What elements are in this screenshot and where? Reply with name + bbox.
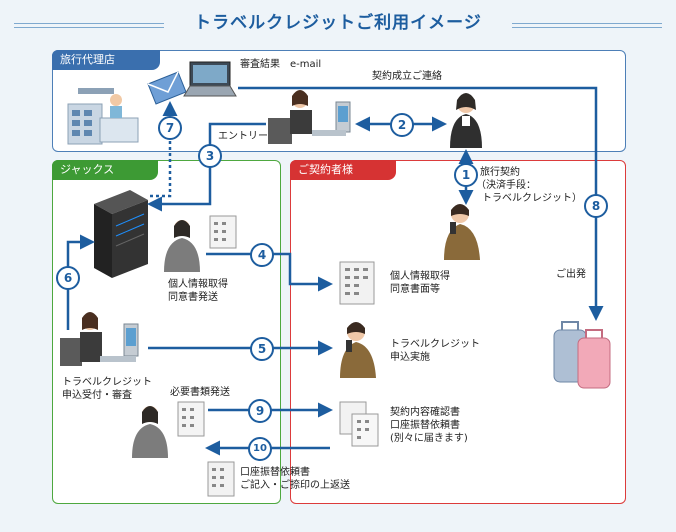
agency-title: 旅行代理店 <box>52 50 160 70</box>
title-rule-left <box>14 23 164 28</box>
step-badge-10: 10 <box>248 437 272 461</box>
departure-label: ご出発 <box>556 269 586 280</box>
contract-docs-label-2: 口座振替依頼書 <box>390 420 460 431</box>
personal-info-send-label-1: 個人情報取得 <box>168 279 228 290</box>
contract-documents-icon <box>339 401 379 447</box>
title-rule-right <box>512 23 662 28</box>
personal-info-doc-label-2: 同意書面等 <box>390 284 440 295</box>
page-title: トラベルクレジットご利用イメージ <box>194 13 482 33</box>
contract-notice-label: 契約成立ご連絡 <box>372 71 442 82</box>
reception-label-2: 申込受付・審査 <box>62 390 132 401</box>
jaccs-title: ジャックス <box>52 160 158 180</box>
return-label-2: ご記入・ご捺印の上返送 <box>240 480 350 491</box>
jaccs-clerk-illustration <box>60 312 139 366</box>
laptop-icon <box>183 61 237 97</box>
personal-info-doc-label-1: 個人情報取得 <box>390 271 450 282</box>
arrow-8 <box>238 86 604 321</box>
return-label-1: 口座振替依頼書 <box>240 467 310 478</box>
step-badge-1: 1 <box>454 163 478 187</box>
travel-contract-label-2: （決済手段： <box>476 180 536 191</box>
docs-send-label: 必要書類発送 <box>170 387 230 398</box>
server-illustration <box>94 190 148 278</box>
step-badge-3: 3 <box>198 144 222 168</box>
contractor-man-apply-illustration <box>340 322 376 378</box>
contract-docs-label-1: 契約内容確認書 <box>390 407 460 418</box>
step-badge-4: 4 <box>250 243 274 267</box>
arrow-6 <box>66 234 95 330</box>
step-badge-2: 2 <box>390 113 414 137</box>
agency-office-illustration <box>67 88 139 145</box>
reception-label-1: トラベルクレジット <box>62 377 152 388</box>
step-badge-7: 7 <box>158 116 182 140</box>
contractor-title: ご契約者様 <box>290 160 396 180</box>
contract-docs-label-3: (別々に届きます) <box>390 433 468 444</box>
step-badge-6: 6 <box>56 266 80 290</box>
jaccs-operator-bottom-illustration <box>132 401 205 458</box>
agency-operator-illustration <box>450 93 482 148</box>
arrow-4 <box>206 252 333 292</box>
step-badge-8: 8 <box>584 194 608 218</box>
step-badge-5: 5 <box>250 337 274 361</box>
entry-label: エントリー <box>218 131 268 142</box>
email-envelope-icon <box>147 71 187 105</box>
suitcases-illustration <box>553 321 611 389</box>
return-document-icon <box>207 461 235 497</box>
travel-contract-label-1: 旅行契約 <box>480 167 520 178</box>
review-email-label: 審査結果 e-mail <box>240 59 322 70</box>
personal-info-send-label-2: 同意書発送 <box>168 292 218 303</box>
agency-clerk-illustration <box>268 90 351 144</box>
jaccs-operator-illustration <box>164 215 237 272</box>
arrow-7 <box>150 101 178 198</box>
consent-document-icon <box>339 261 375 305</box>
apply-label-2: 申込実施 <box>390 352 430 363</box>
contractor-man-phone-illustration <box>444 204 480 260</box>
travel-contract-label-3: トラベルクレジット） <box>482 193 582 204</box>
step-badge-9: 9 <box>248 399 272 423</box>
apply-label-1: トラベルクレジット <box>390 339 480 350</box>
